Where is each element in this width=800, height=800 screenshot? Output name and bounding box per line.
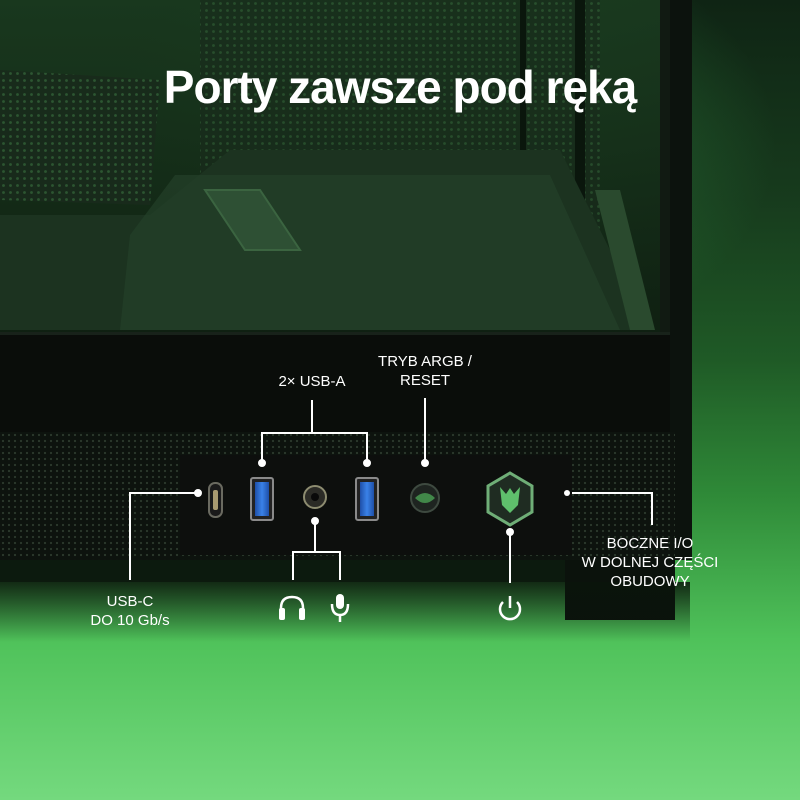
- usb-c-label: USB-C DO 10 Gb/s: [70, 592, 190, 630]
- argb-reset-button[interactable]: [410, 483, 440, 513]
- brand-logo-icon: [500, 487, 520, 513]
- argb-reset-label: TRYB ARGB / RESET: [355, 352, 495, 390]
- case-top-band: [0, 335, 670, 432]
- usb-c-label-line2: DO 10 Gb/s: [90, 612, 170, 629]
- power-button[interactable]: [486, 471, 534, 527]
- usb-a-port-2[interactable]: [355, 477, 379, 521]
- side-io-label-line2: W DOLNEJ CZĘŚCI: [581, 554, 719, 571]
- argb-label-line2: RESET: [399, 372, 450, 389]
- usb-c-port[interactable]: [208, 482, 223, 518]
- usb-a-port-1[interactable]: [250, 477, 274, 521]
- power-icon: [498, 596, 522, 621]
- audio-jack[interactable]: [303, 485, 327, 509]
- argb-label-line1: TRYB ARGB /: [378, 353, 472, 370]
- headphones-icon: [279, 595, 305, 620]
- usb-c-label-line1: USB-C: [106, 593, 154, 610]
- side-io-label: BOCZNE I/O W DOLNEJ CZĘŚCI OBUDOWY: [565, 534, 735, 591]
- side-io-marker: [564, 490, 570, 496]
- headline: Porty zawsze pod ręką: [163, 61, 637, 113]
- usb-a-label: 2× USB-A: [278, 373, 346, 390]
- microphone-icon: [330, 594, 350, 622]
- side-io-label-line1: BOCZNE I/O: [606, 535, 694, 552]
- side-io-label-line3: OBUDOWY: [610, 573, 690, 590]
- callout-lines: [129, 398, 653, 583]
